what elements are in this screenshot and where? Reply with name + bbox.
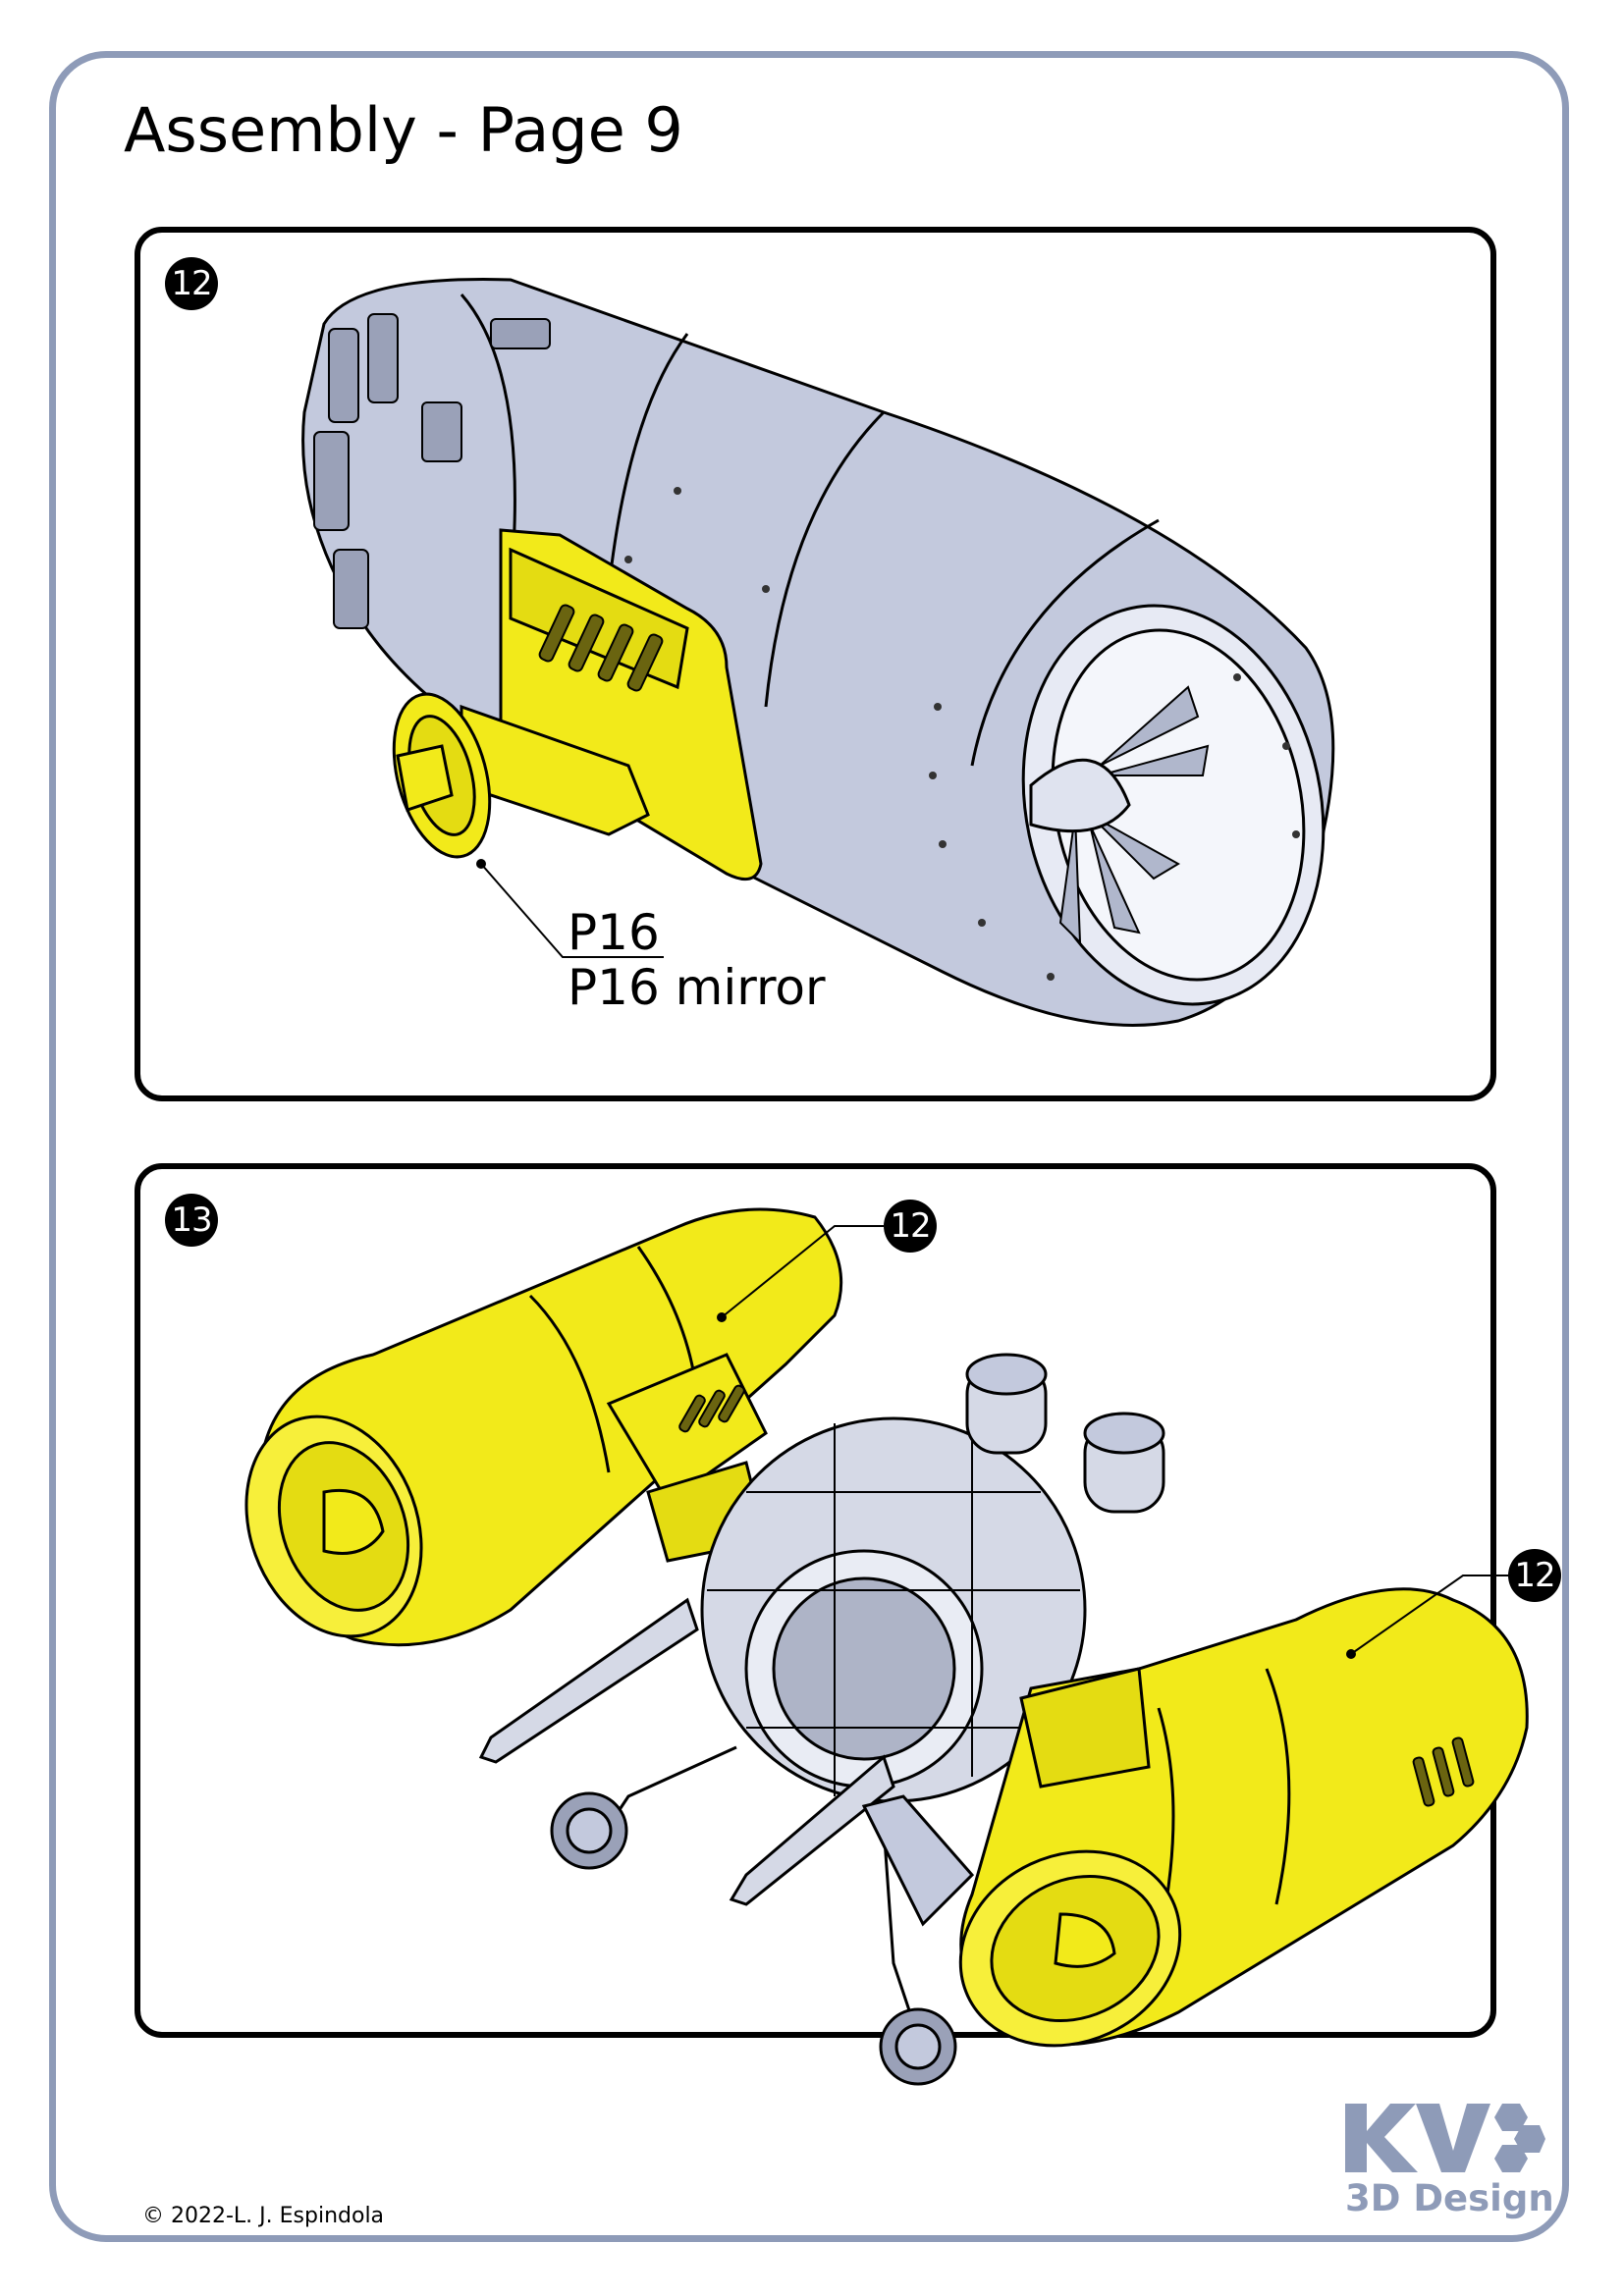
part-label-p16-mirror: P16 mirror (568, 959, 826, 1016)
subassembly-reference-badge: 12 (884, 1200, 937, 1253)
step-13-panel (135, 1163, 1496, 2038)
subassembly-reference-badge: 12 (1508, 1549, 1561, 1602)
page-title: Assembly - Page 9 (124, 94, 683, 166)
page-frame (49, 51, 1569, 2242)
kv-3d-design-logo (1345, 2104, 1545, 2172)
step-number-badge: 12 (165, 257, 218, 310)
copyright-notice: © 2022-L. J. Espindola (142, 2204, 385, 2228)
step-number-badge: 13 (165, 1194, 218, 1247)
part-label-p16: P16 (568, 904, 660, 961)
logo-subtitle: 3D Design (1345, 2177, 1554, 2219)
